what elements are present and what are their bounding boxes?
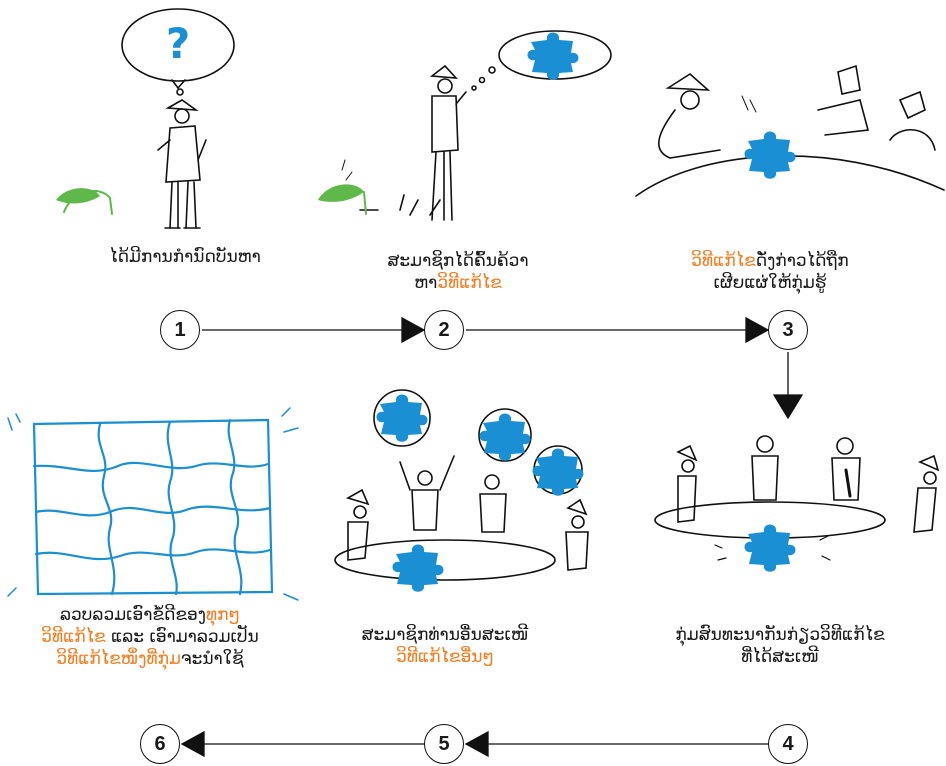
caption-text: ແລະ ເອົາມາລວມເປັນ — [105, 627, 259, 647]
caption-text: ດັ່ງກ່າວໄດ້ຖືກ — [755, 251, 849, 271]
step-2-caption: ສະມາຊິກໄດ້ຄົ້ນຄ້ວາຫາວິທີແກ້ໄຂ — [348, 250, 568, 294]
step-4-caption: ກຸ່ມສົນທະນາກັນກ່ຽວວິທີແກ້ໄຂທີ່ໄດ້ສະເໜີ — [620, 624, 940, 668]
svg-text:?: ? — [166, 19, 190, 68]
caption-text: ໄດ້ມີການກຳນົດບັນຫາ — [109, 247, 261, 267]
problem-illustration: ? — [56, 8, 235, 229]
caption-text: ສະມາຊິກທ່ານອື່ນສະເໜີ — [361, 625, 529, 645]
share-illustration — [635, 64, 945, 197]
propose-illustration — [334, 389, 589, 592]
step-3-caption: ວິທີແກ້ໄຂດັ່ງກ່າວໄດ້ຖືກເຜີຍແຜ່ໃຫ້ກຸ່ມຮູ້ — [640, 250, 900, 294]
caption-highlight: ທຸກໆ — [206, 605, 240, 625]
caption-text: ຫາ — [414, 273, 438, 293]
caption-text: ລວບລວມເອົາຂໍ້ດີຂອງ — [59, 605, 206, 625]
caption-text: ຈະນຳໃຊ້ — [180, 649, 244, 669]
step-5-circle: 5 — [424, 724, 464, 764]
caption-highlight: ວິທີແກ້ໄຂອື່ນໆ — [396, 647, 494, 667]
caption-highlight: ວິທີແກ້ໄຂ — [691, 251, 756, 271]
step-5-caption: ສະມາຊິກທ່ານອື່ນສະເໜີວິທີແກ້ໄຂອື່ນໆ — [320, 624, 570, 668]
step-2-circle: 2 — [424, 310, 464, 350]
step-4-circle: 4 — [768, 724, 808, 764]
caption-text: ກຸ່ມສົນທະນາກັນກ່ຽວວິທີແກ້ໄຂ — [675, 625, 885, 645]
discuss-illustration — [654, 435, 940, 572]
research-illustration — [318, 30, 612, 221]
caption-highlight: ວິທີແກ້ໄຂ — [41, 627, 106, 647]
step-3-circle: 3 — [768, 310, 808, 350]
caption-text: ສະມາຊິກໄດ້ຄົ້ນຄ້ວາ — [387, 251, 529, 271]
step-1-circle: 1 — [160, 310, 200, 350]
caption-highlight: ວິທີແກ້ໄຂ — [437, 273, 502, 293]
caption-text: ທີ່ໄດ້ສະເໜີ — [741, 647, 819, 667]
caption-highlight: ວິທີແກ້ໄຂໜຶ່ງທີ່ກຸ່ມ — [56, 649, 181, 669]
step-6-circle: 6 — [140, 724, 180, 764]
combine-illustration — [7, 407, 299, 601]
step-1-caption: ໄດ້ມີການກຳນົດບັນຫາ — [60, 246, 310, 268]
caption-text: ເຜີຍແຜ່ໃຫ້ກຸ່ມຮູ້ — [713, 273, 827, 293]
step-6-caption: ລວບລວມເອົາຂໍ້ດີຂອງທຸກໆວິທີແກ້ໄຂ ແລະ ເອົາ… — [0, 604, 300, 670]
